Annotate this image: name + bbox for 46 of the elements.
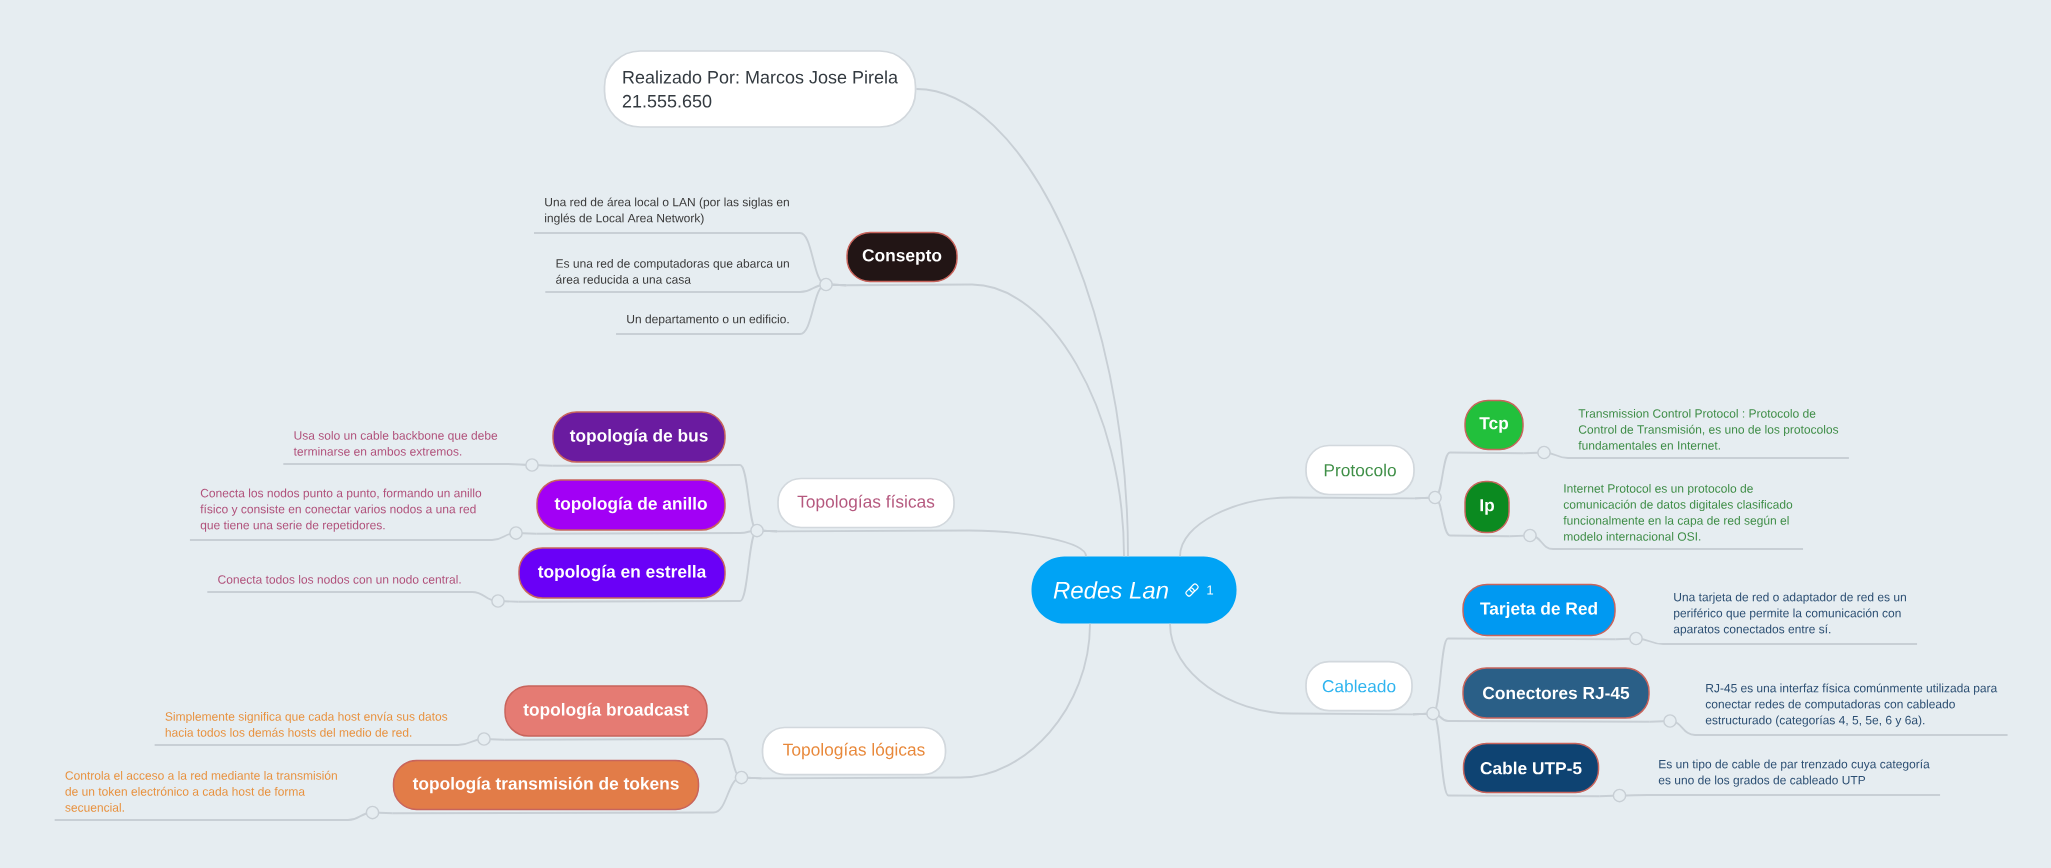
author-box: Realizado Por: Marcos Jose Pirela 21.555.650: [603, 50, 917, 128]
topic-pill: topología de bus: [552, 411, 726, 463]
topic-pill: Consepto: [846, 231, 958, 283]
note-text: Controla el acceso a la red mediante la transmisión de un token electrónico a cada host de forma secuencial.: [65, 770, 337, 812]
link-count: 1: [1207, 585, 1214, 595]
connector-line: [206, 591, 520, 603]
note-text: Conecta los nodos punto a punto, formando un anillo físico y consiste en conectar varios nodos a una red que tiene una serie de repetidores.: [200, 488, 482, 532]
topic-pill: topología broadcast: [504, 685, 708, 737]
note-text: Una tarjeta de red o adaptador de red es un periférico que permite la comunicación con aparatos conectados entre sí.: [1673, 592, 1906, 636]
note-text: Simplemente significa que cada host envía sus datos hacia todos los demás hosts del medio de red.: [165, 711, 448, 737]
branch-pill: Topologías físicas: [777, 477, 955, 529]
topic-pill: Ip: [1464, 480, 1510, 534]
note-text: Es una red de computadoras que abarca un área reducida a una casa: [556, 258, 789, 284]
connector-line: [845, 283, 1125, 558]
connector-line: [1522, 451, 1850, 459]
connector-line: [776, 529, 1087, 558]
topic-pill: Cable UTP-5: [1462, 742, 1600, 794]
connector-line: [189, 532, 538, 541]
note-text: RJ-45 es una interfaz física comúnmente utilizada para conectar redes de computadoras con cableado estructurado (categorías 4, 5, 5e, 6 y 6a).: [1705, 683, 1998, 727]
note-text: Una red de área local o LAN (por las siglas en inglés de Local Area Network): [545, 197, 789, 225]
note-text: Es un tipo de cable de par trenzado cuya categoría es uno de los grados de cableado UTP: [1658, 759, 1930, 787]
note-text: Un departamento o un edificio.: [627, 314, 789, 326]
connector-line: [1179, 496, 1416, 558]
connector-line: [391, 776, 763, 815]
topic-pill: topología transmisión de tokens: [392, 759, 700, 811]
connector-line: [1648, 720, 2009, 736]
connector-line: [915, 88, 1129, 558]
connector-line: [1508, 534, 1804, 550]
note-text: Internet Protocol es un protocolo de comunicación de datos digitales clasificado funcionalmente en la capa de red según el modelo internacional OSI.: [1563, 483, 1793, 541]
connector-line: [53, 811, 394, 821]
topic-pill: Conectores RJ-45: [1462, 667, 1650, 719]
note-text: Conecta todos los nodos con un nodo central.: [218, 574, 461, 584]
connector-line: [1169, 622, 1414, 716]
branch-pill: Protocolo: [1305, 444, 1415, 496]
connector-line: [760, 622, 1091, 780]
branch-pill: Topologías lógicas: [761, 726, 947, 776]
topic-pill: Tarjeta de Red: [1462, 583, 1616, 637]
topic-pill: topología en estrella: [518, 547, 726, 599]
connector-line: [1413, 496, 1511, 538]
connector-line: [153, 738, 506, 746]
branch-pill: Cableado: [1305, 660, 1413, 712]
connector-line: [1614, 637, 1918, 645]
note-text: Usa solo un cable backbone que debe terminarse en ambos extremos.: [293, 430, 498, 456]
topic-pill: topología de anillo: [536, 479, 726, 531]
topic-pill: Tcp: [1464, 399, 1524, 451]
note-text: Transmission Control Protocol : Protocolo de Control de Transmisión, es uno de los protocolos fundamentales en Internet.: [1578, 408, 1839, 450]
